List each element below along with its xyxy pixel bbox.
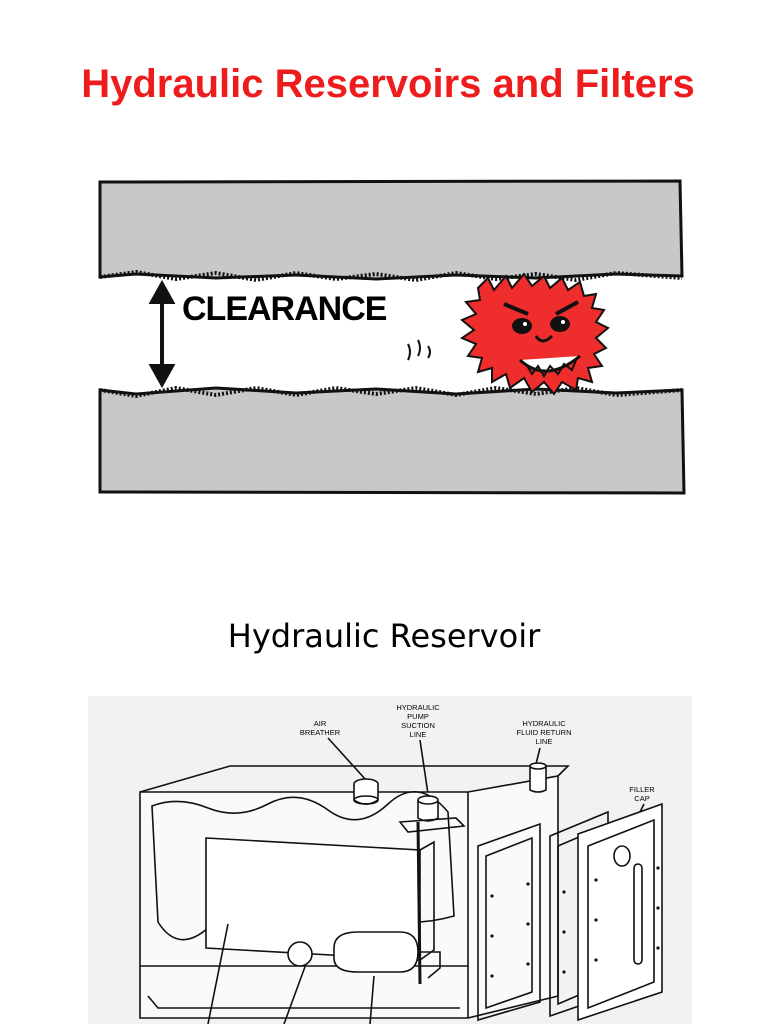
reservoir-diagram: AIR BREATHER HYDRAULIC PUMP SUCTION LINE… [88, 696, 692, 1024]
double-arrow-icon [148, 279, 176, 389]
svg-text:LINE: LINE [536, 737, 553, 746]
section-heading: Hydraulic Reservoir [227, 617, 541, 655]
svg-text:FLUID RETURN: FLUID RETURN [516, 728, 571, 737]
bottom-plate [98, 386, 686, 495]
svg-text:LINE: LINE [410, 730, 427, 739]
clearance-illustration: CLEARANCE [98, 179, 686, 495]
svg-text:HYDRAULIC: HYDRAULIC [522, 719, 566, 728]
pump-suction-label: HYDRAULIC PUMP SUCTION LINE [396, 703, 440, 739]
svg-text:HYDRAULIC: HYDRAULIC [396, 703, 440, 712]
svg-text:SUCTION: SUCTION [401, 721, 435, 730]
clearance-label: CLEARANCE [182, 290, 387, 328]
svg-text:BREATHER: BREATHER [300, 728, 341, 737]
contaminant-monster-icon [459, 272, 610, 396]
svg-text:CAP: CAP [634, 794, 649, 803]
top-plate [98, 179, 684, 281]
svg-text:AIR: AIR [314, 719, 327, 728]
air-breather-label: AIR BREATHER [300, 719, 341, 737]
svg-text:FILLER: FILLER [629, 785, 655, 794]
page-title: Hydraulic Reservoirs and Filters [81, 62, 695, 106]
filler-cap-label: FILLER CAP [629, 785, 655, 803]
return-line-label: HYDRAULIC FLUID RETURN LINE [516, 719, 571, 746]
svg-text:PUMP: PUMP [407, 712, 429, 721]
